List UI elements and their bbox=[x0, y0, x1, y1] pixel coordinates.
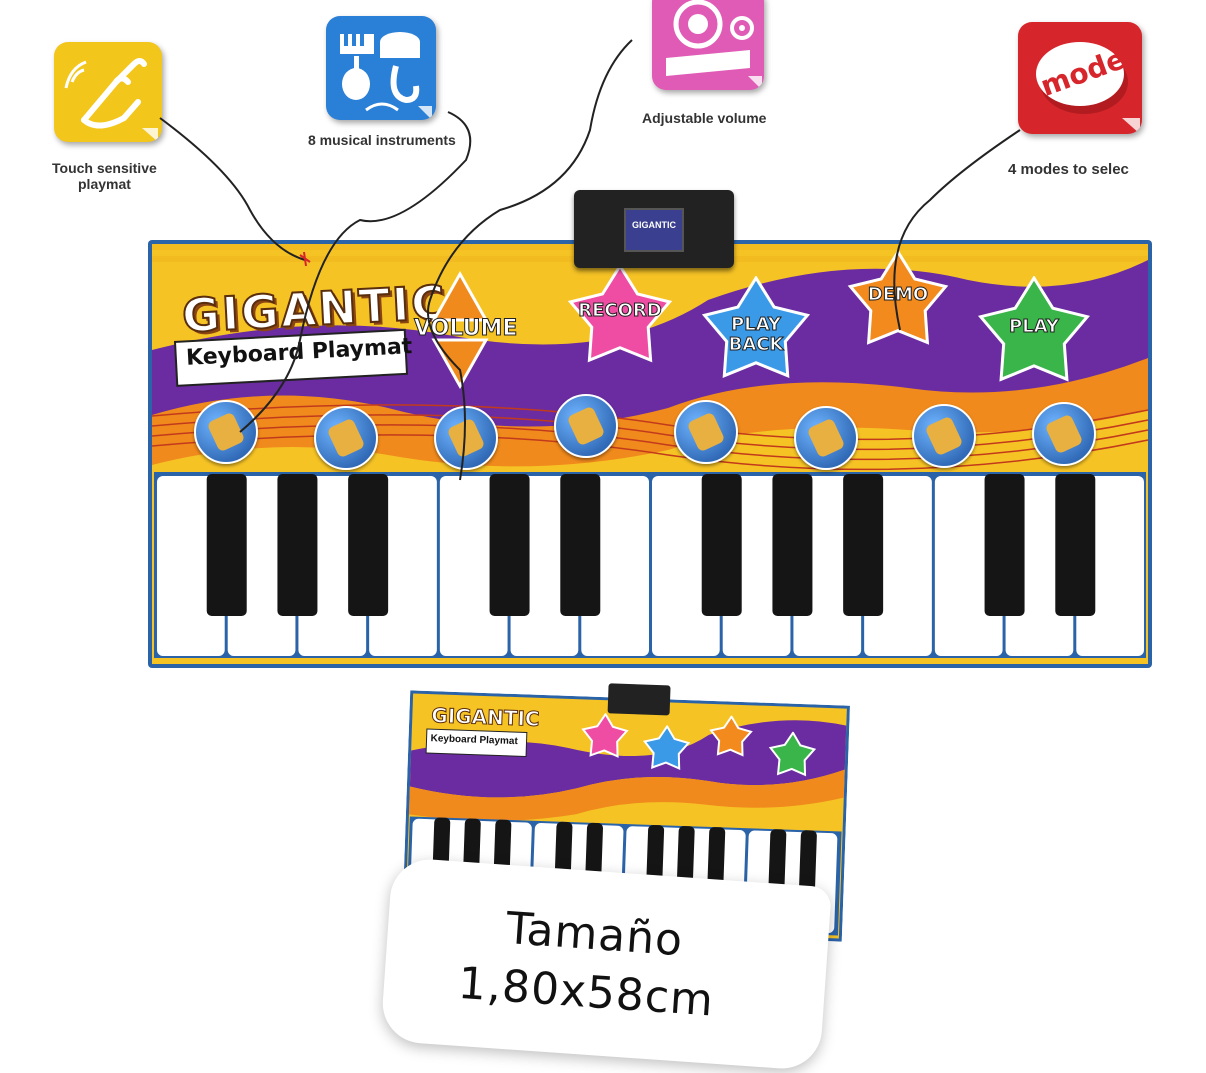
star-shape bbox=[701, 276, 811, 378]
volume-tile bbox=[652, 0, 764, 90]
control-box[interactable]: GIGANTIC bbox=[574, 190, 734, 268]
xylophone-icon[interactable] bbox=[912, 404, 976, 468]
touch-tile bbox=[54, 42, 162, 142]
size-card: Tamaño 1,80x58cm bbox=[380, 856, 832, 1072]
modes-caption: 4 modes to selec bbox=[1008, 161, 1129, 178]
instrument-glyph bbox=[206, 411, 246, 453]
instruments-tile bbox=[326, 16, 436, 120]
feature-instruments: 8 musical instruments bbox=[300, 12, 470, 152]
hand-touch-icon bbox=[64, 58, 158, 142]
small-star-2 bbox=[642, 724, 691, 770]
star-label: RECORD bbox=[578, 300, 662, 321]
speaker-icon bbox=[666, 0, 762, 90]
black-key[interactable] bbox=[560, 474, 601, 616]
small-control-box bbox=[607, 683, 671, 716]
mode-button-icon bbox=[1036, 42, 1140, 134]
feature-touch-sensitive: Touch sensitive playmat bbox=[40, 40, 180, 200]
touch-caption-line1: Touch sensitive bbox=[52, 160, 157, 176]
black-key[interactable] bbox=[277, 474, 318, 616]
piano-icon[interactable] bbox=[194, 400, 258, 464]
black-key[interactable] bbox=[701, 474, 742, 616]
violin-icon[interactable] bbox=[434, 406, 498, 470]
control-box-label: GIGANTIC bbox=[632, 220, 676, 230]
small-star-3 bbox=[709, 714, 753, 757]
black-key[interactable] bbox=[348, 474, 389, 616]
volume-caption: Adjustable volume bbox=[642, 110, 767, 126]
instrument-glyph bbox=[1044, 413, 1084, 455]
guitar-icon[interactable] bbox=[1032, 402, 1096, 466]
small-star-1 bbox=[581, 712, 629, 758]
size-card-label: Tamaño bbox=[504, 903, 685, 967]
black-key[interactable] bbox=[1055, 474, 1096, 616]
small-mat-title: GIGANTIC bbox=[430, 703, 541, 732]
control-box-screen bbox=[624, 208, 684, 252]
star-button-3[interactable]: DEMO bbox=[846, 250, 950, 354]
star-label: PLAY bbox=[731, 314, 782, 335]
black-key[interactable] bbox=[206, 474, 247, 616]
trumpet-icon[interactable] bbox=[674, 400, 738, 464]
star-button-4[interactable]: PLAY bbox=[976, 276, 1092, 392]
star-label-line2: BACK bbox=[728, 334, 784, 355]
harp-icon[interactable] bbox=[794, 406, 858, 470]
small-star-4 bbox=[768, 730, 817, 777]
accordion-icon[interactable] bbox=[554, 394, 618, 458]
instrument-glyph bbox=[924, 415, 964, 457]
star-button-1[interactable]: RECORD bbox=[566, 264, 674, 372]
volume-label: VOLUME bbox=[413, 316, 518, 342]
black-key[interactable] bbox=[489, 474, 530, 616]
instrument-glyph bbox=[566, 405, 606, 447]
black-key[interactable] bbox=[843, 474, 884, 616]
feature-volume: Adjustable volume bbox=[630, 0, 790, 130]
instrument-glyph bbox=[326, 417, 366, 459]
saxophone-icon[interactable] bbox=[314, 406, 378, 470]
feature-modes: mode 4 modes to selec bbox=[1000, 18, 1206, 188]
instrument-glyph bbox=[686, 411, 726, 453]
instrument-glyph bbox=[446, 417, 486, 459]
star-label: DEMO bbox=[867, 284, 929, 305]
black-key[interactable] bbox=[772, 474, 813, 616]
black-key[interactable] bbox=[984, 474, 1025, 616]
instruments-icon bbox=[340, 32, 432, 120]
star-label: PLAY bbox=[1009, 316, 1060, 337]
instruments-caption: 8 musical instruments bbox=[308, 132, 456, 148]
size-card-dimensions: 1,80x58cm bbox=[456, 957, 716, 1027]
mode-tile: mode bbox=[1018, 22, 1142, 134]
touch-caption-line2: playmat bbox=[78, 176, 131, 192]
instrument-glyph bbox=[806, 417, 846, 459]
